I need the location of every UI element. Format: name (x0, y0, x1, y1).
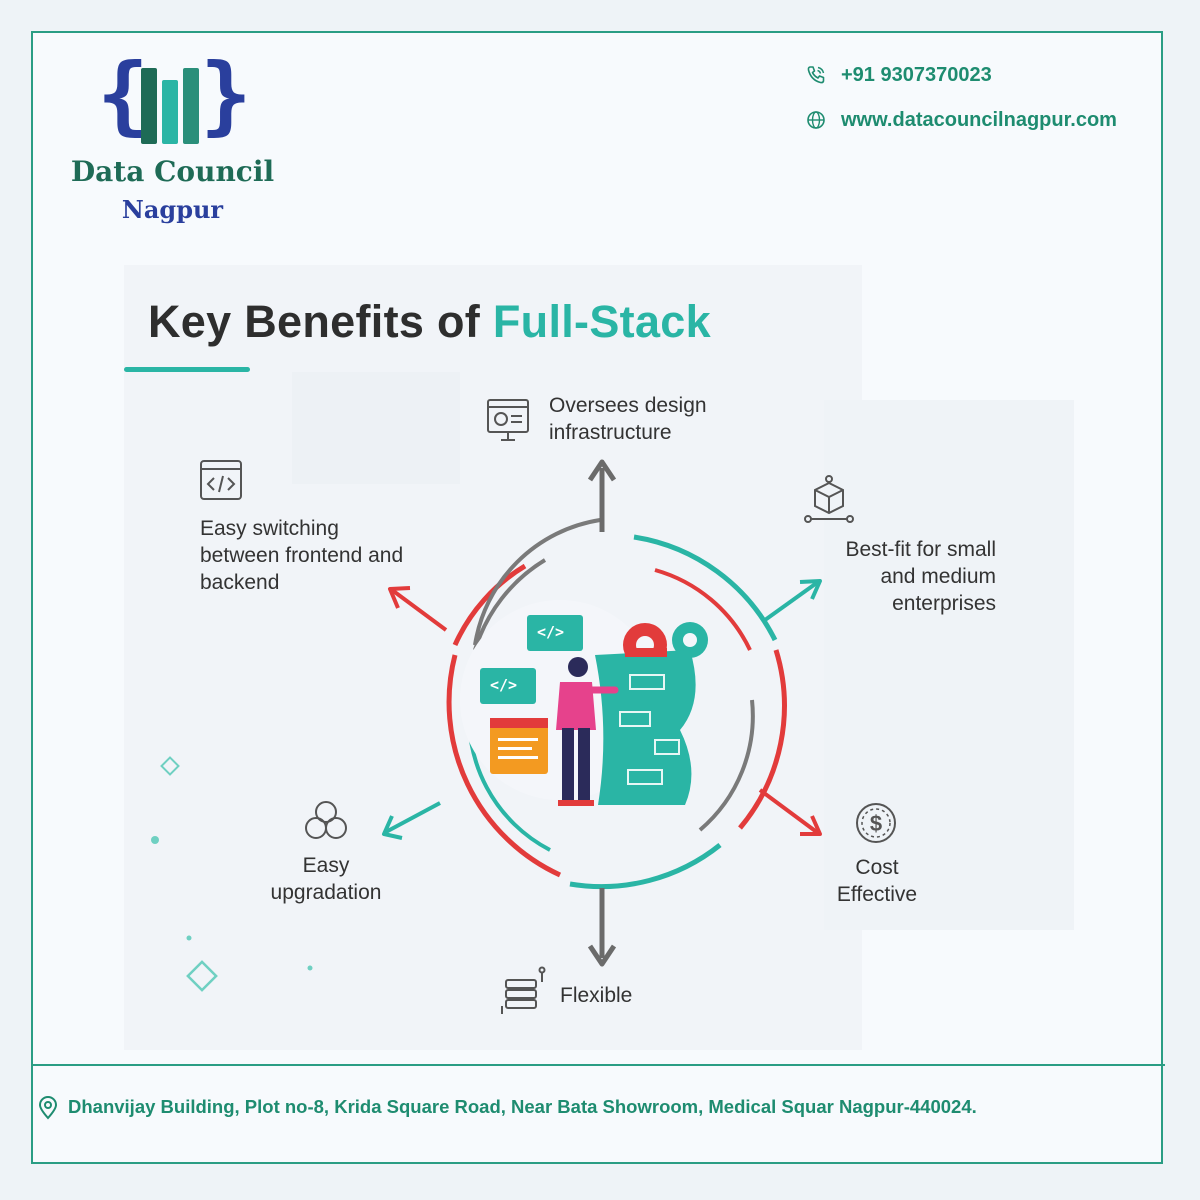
refresh-icon (305, 801, 347, 839)
code-tag-left-label: </> (490, 676, 518, 694)
benefit-label-best-fit: Best-fit for small and medium enterprise… (845, 538, 996, 615)
code-tag-top-label: </> (537, 623, 565, 641)
title-accent: Full-Stack (492, 296, 711, 347)
arrow-upper-left (388, 586, 448, 632)
decor-diamond-1 (160, 756, 180, 776)
benefit-label-flexible: Flexible (560, 984, 633, 1007)
arrow-top (587, 459, 617, 532)
code-tag-top-icon (527, 615, 583, 651)
developer-illustration (460, 600, 708, 806)
decor-diamond-2 (186, 960, 218, 992)
arc-red-left (446, 654, 562, 878)
title-underline (124, 367, 250, 372)
arc-grey-inner-right (698, 699, 755, 832)
browser-window-icon (490, 718, 548, 774)
arrow-lower-left (382, 801, 441, 840)
arc-red-right (738, 649, 787, 830)
arc-red-upper-left (452, 563, 527, 647)
dollar-icon: $ (856, 803, 896, 843)
infographic-panel-right (824, 400, 1074, 930)
arrow-bottom (587, 888, 617, 967)
phone-number: +91 9307370023 (841, 64, 992, 86)
location-pin-icon (38, 1096, 58, 1120)
arc-grey-inner-top (473, 518, 601, 646)
presentation-icon (487, 399, 529, 441)
benefit-label-design: Oversees design infrastructure (549, 394, 707, 444)
decor-dot-1 (151, 836, 159, 844)
flowchart-board (595, 650, 696, 805)
decor-dot-2 (186, 935, 192, 941)
svg-text:$: $ (870, 811, 882, 836)
phone-icon (807, 66, 825, 84)
decor-dot-3 (307, 965, 313, 971)
developer-head (568, 657, 588, 677)
cube-network-icon (804, 475, 854, 523)
title-main: Key Benefits of (148, 296, 493, 347)
footer-address: Dhanvijay Building, Plot no-8, Krida Squ… (38, 1096, 977, 1120)
arc-grey-inner-left (473, 558, 547, 651)
developer-body (556, 682, 596, 730)
benefit-label-cost: Cost Effective (836, 856, 918, 906)
footer-divider (31, 1064, 1165, 1066)
logo-bar-2 (162, 80, 178, 144)
code-tag-left-icon (480, 668, 536, 704)
globe-icon (807, 111, 825, 129)
code-window-icon (200, 460, 242, 500)
infographic-title: Key Benefits of Full-Stack (148, 296, 711, 348)
arc-teal-upper-right (633, 534, 778, 642)
logo-left-brace: { (97, 45, 149, 145)
benefit-label-switching: Easy switching between frontend and back… (200, 517, 404, 594)
arrow-upper-right (763, 579, 822, 622)
brand-name: Data Council (70, 155, 275, 188)
logo-right-brace: } (200, 45, 252, 145)
website-url: www.datacouncilnagpur.com (841, 109, 1117, 131)
arc-teal-bottom (569, 843, 722, 890)
address-text: Dhanvijay Building, Plot no-8, Krida Squ… (68, 1096, 977, 1117)
arrow-lower-right (758, 788, 822, 836)
logo-bar-1 (141, 68, 157, 144)
stack-icon (501, 966, 546, 1014)
brand-city: Nagpur (121, 195, 224, 224)
arc-red-inner-right (654, 568, 752, 651)
infographic-panel-inset (292, 372, 460, 484)
logo-bar-3 (183, 68, 199, 144)
benefit-label-upgradation: Easy upgradation (270, 854, 382, 904)
